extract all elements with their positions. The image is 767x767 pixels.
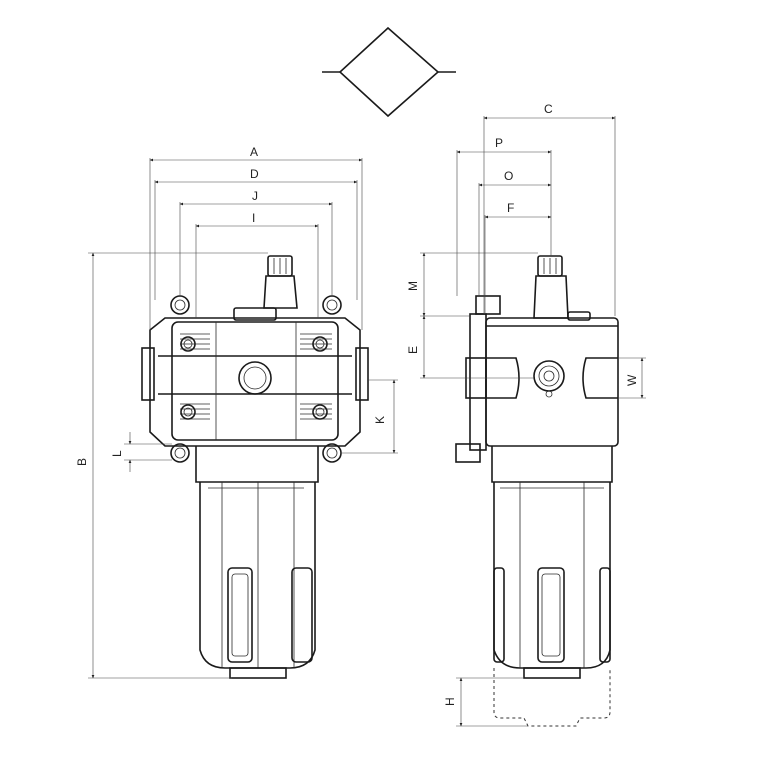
front-view: A D J I B L K [75, 145, 398, 679]
top-knob [233, 255, 298, 321]
label-B: B [75, 458, 89, 466]
mounting-holes [170, 295, 342, 463]
label-A: A [250, 145, 258, 159]
front-ribs [180, 333, 332, 420]
label-L: L [110, 450, 124, 457]
label-D: D [250, 167, 259, 181]
side-bracket [455, 295, 501, 463]
filter-symbol-icon [322, 26, 456, 118]
label-M: M [406, 281, 420, 291]
front-extension-lines [88, 158, 398, 679]
side-bowl [491, 446, 613, 727]
label-P: P [495, 136, 503, 150]
label-J: J [252, 189, 258, 203]
front-dimension-lines [91, 158, 396, 679]
side-view: C P O F M E W H [406, 102, 646, 727]
side-dimension-lines [422, 116, 644, 727]
side-body [485, 311, 619, 447]
label-I: I [252, 211, 255, 225]
label-O: O [504, 169, 513, 183]
label-F: F [507, 201, 514, 215]
label-E: E [406, 346, 420, 354]
label-C: C [544, 102, 553, 116]
side-extension-lines [420, 116, 646, 727]
side-knob [533, 255, 569, 319]
label-K: K [373, 416, 387, 424]
front-bowl [195, 446, 319, 679]
label-W: W [625, 374, 639, 386]
label-H: H [443, 697, 457, 706]
front-body [141, 317, 369, 447]
